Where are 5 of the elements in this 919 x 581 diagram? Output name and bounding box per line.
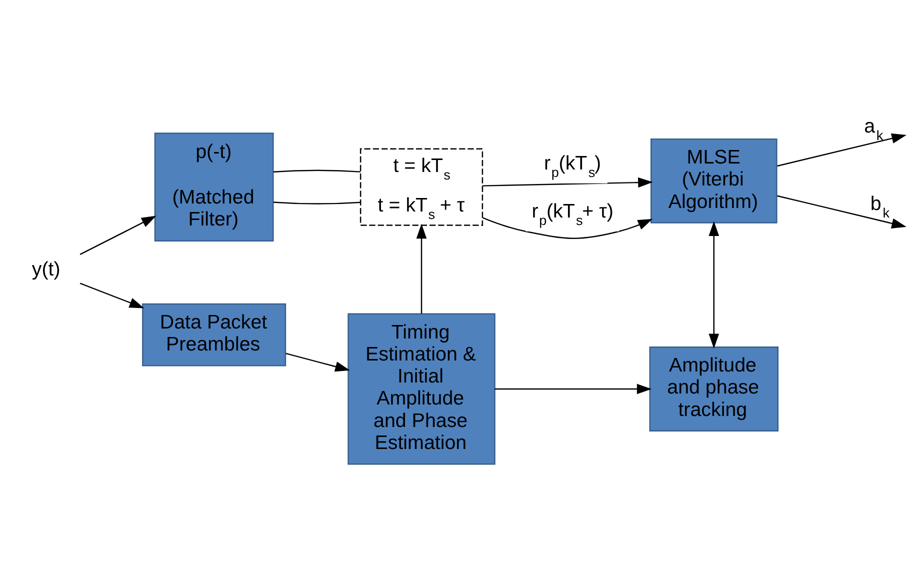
- edge-label: r$_{p}$(kT$_{s}$): [544, 152, 602, 180]
- node-text: y(t): [32, 258, 60, 280]
- edge-label: r$_{p}$(kT$_{s}$+ τ): [532, 200, 614, 228]
- edge-label: b$_{k}$: [870, 192, 890, 220]
- edge-label: a$_{k}$: [864, 114, 884, 142]
